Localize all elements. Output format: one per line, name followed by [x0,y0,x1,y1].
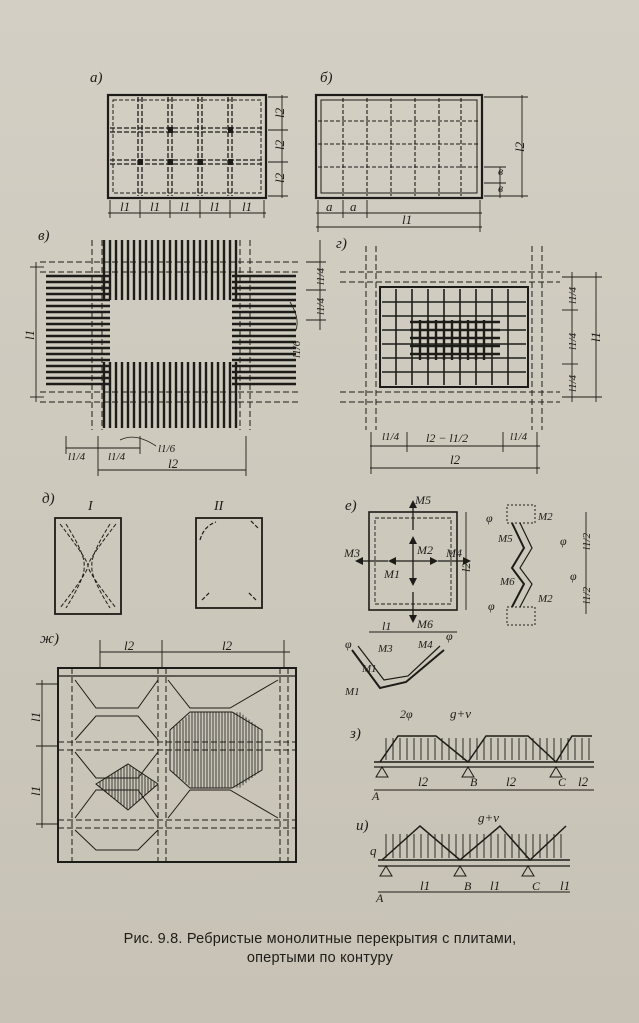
angle-phi: φ [488,599,495,613]
panel-z-load-scheme: з) g+v A B C l2 l2 l2 [349,706,594,803]
angle-phi: φ [446,629,453,643]
dim-l2: l2 [459,563,473,572]
moment-M6: M6 [416,617,433,631]
panel-zh-yield-lines: ж) l2 l2 [28,631,297,863]
dim-l2: l2 [506,774,517,789]
dim-l1: l1 [420,878,430,893]
dim-l1-4: l1/4 [315,267,327,285]
dim-a: a [350,199,357,214]
figure-caption: Рис. 9.8. Ребристые монолитные перекрыти… [60,930,580,968]
dim-l1-4: l1/4 [567,374,579,392]
dim-l1: l1 [560,878,570,893]
dim-l1: l1 [490,878,500,893]
dim-l2-minus-l1-2: l2 − l1/2 [426,431,468,445]
dim-l1: l1 [22,330,37,340]
dim-l2: l2 [512,141,527,152]
moment-M5: M5 [497,533,513,545]
load-g-plus-v: g+v [478,810,499,825]
support-C: C [558,775,567,789]
dim-l1-4: l1/4 [382,431,400,443]
dim-l1: l1 [382,619,391,633]
dim-l1-6: l1/6 [291,340,303,358]
dim-l2: l2 [418,774,429,789]
support-A: A [371,789,380,803]
dim-l1-4: l1/4 [315,297,327,315]
dim-b: в [498,181,503,195]
dim-l1: l1 [120,199,130,214]
caption-line-1: Рис. 9.8. Ребристые монолитные перекрыти… [123,931,517,947]
dim-l2: l2 [578,774,589,789]
panel-a-label: а) [90,70,103,86]
panel-g-label: г) [336,236,347,252]
panel-a-plan: а) l1 l1 l1 l1 l1 [90,70,288,218]
support-A: A [375,891,384,905]
scheme-I-label: I [87,499,94,514]
panel-b-plan: б) a a l1 в в l2 [314,70,528,232]
dim-l1-4: l1/4 [68,451,86,463]
dim-l1: l1 [242,199,252,214]
scheme-II-label: II [213,499,225,514]
dim-l1-2: l1/2 [581,532,593,550]
dim-l1: l1 [210,199,220,214]
panel-g-reinforcement: г) l1/4 l2 − l1/2 l1/4 l2 l1/4 l1/4 l1/4… [336,236,603,474]
dim-l2: l2 [272,107,287,118]
dim-b: в [498,164,503,178]
moment-M2: M2 [416,543,433,557]
dim-l2: l2 [168,456,179,471]
dim-l1: l1 [150,199,160,214]
dim-l2: l2 [272,172,287,183]
caption-line-2: опертыми по контуру [246,950,394,966]
panel-b-label: б) [320,70,333,86]
moment-M1: M1 [344,686,360,698]
dim-l1-6: l1/6 [158,443,176,455]
moment-M4: M4 [445,546,462,560]
dim-l1-2: l1/2 [581,586,593,604]
panel-i-load-scheme: и) g+v q A B C l1 l1 l1 [356,810,570,905]
moment-M1: M1 [383,567,400,581]
dim-l2: l2 [450,452,461,467]
dim-l1: l1 [180,199,190,214]
moment-M3: M3 [343,546,360,560]
load-q: q [370,843,377,858]
moment-M3: M3 [377,643,393,655]
dim-l1-4: l1/4 [108,451,126,463]
moment-M2: M2 [537,511,553,523]
dim-l1: l1 [28,712,43,722]
load-g-plus-v: g+v [450,706,471,721]
moment-M6: M6 [499,576,515,588]
dim-l1: l1 [588,332,603,342]
panel-v-label: в) [38,228,50,244]
moment-M5: M5 [414,493,431,507]
panel-e-label: е) [345,498,357,514]
dim-l1-4: l1/4 [567,286,579,304]
angle-phi: φ [345,637,352,651]
angle-2phi: 2φ [400,707,413,721]
panel-v-reinforcement: в) l1 l2 l1/4 l1/4 l1/6 [22,228,327,476]
angle-phi: φ [560,534,567,548]
support-B: B [464,879,472,893]
dim-l2: l2 [222,638,233,653]
dim-l1: l1 [402,212,412,227]
moment-M1: M1 [361,663,377,675]
angle-phi: φ [486,511,493,525]
dim-l2: l2 [272,139,287,150]
dim-l1-4: l1/4 [510,431,528,443]
support-B: B [470,775,478,789]
dim-a: a [326,199,333,214]
angle-phi: φ [570,569,577,583]
panel-d-label: д) [42,491,55,507]
support-C: C [532,879,541,893]
panel-d-crack-patterns: д) I II [42,491,263,615]
panel-zh-label: ж) [40,631,59,647]
panel-e-moments: е) M5 M3 M2 M4 M1 M6 l2 l1 φ M2 M5 φ [343,493,593,721]
moment-M2: M2 [537,593,553,605]
panel-i-label: и) [356,818,369,834]
dim-l1-4: l1/4 [567,332,579,350]
dim-l1: l1 [28,786,43,796]
dim-l2: l2 [124,638,135,653]
panel-z-label: з) [349,726,361,742]
moment-M4: M4 [417,639,433,651]
